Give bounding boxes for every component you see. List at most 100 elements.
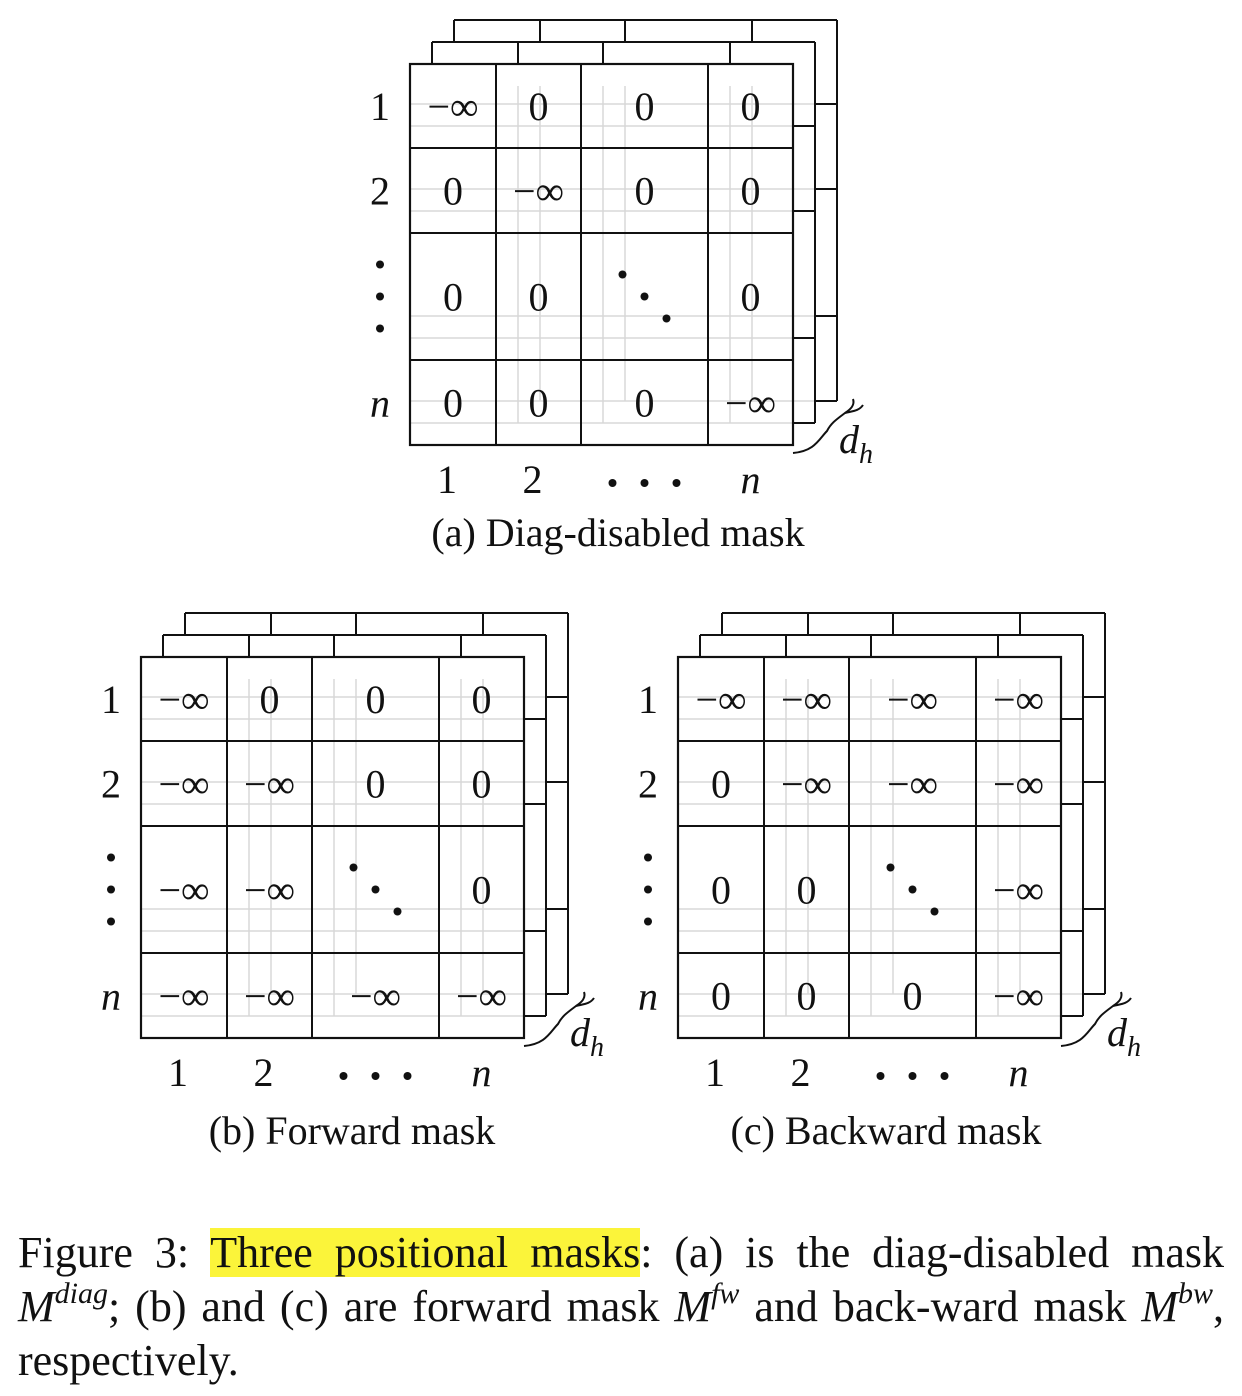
row-label-text: ⋮: [111, 890, 112, 891]
cell-value: 0: [741, 84, 761, 129]
cell-value: 0: [443, 275, 463, 320]
cell-value: −∞: [350, 974, 401, 1019]
row-label-vdots: ⋮: [376, 260, 384, 333]
cell-value: 0: [472, 762, 492, 807]
dot: [662, 314, 671, 323]
row-label: 1: [101, 677, 121, 722]
cell-value: −∞: [158, 677, 209, 722]
caption-part3: and back-ward mask: [739, 1282, 1142, 1331]
col-label: n: [472, 1050, 492, 1095]
figure-caption: Figure 3: Three positional masks: (a) is…: [18, 1226, 1224, 1388]
cell-value: −∞: [244, 762, 295, 807]
cell-value: −∞: [158, 974, 209, 1019]
dot: [940, 1072, 949, 1080]
cell-value: −∞: [993, 868, 1044, 913]
caption-highlight: Three positional masks: [210, 1228, 641, 1277]
col-label-text: ···: [913, 1085, 915, 1087]
panel-caption: (b) Forward mask: [209, 1108, 496, 1153]
depth-label: dh: [570, 1010, 604, 1063]
row-label: n: [638, 974, 658, 1019]
cell-value: −∞: [887, 677, 938, 722]
cell-value: −∞: [244, 868, 295, 913]
dot: [371, 1072, 380, 1080]
cell-value: −∞: [993, 974, 1044, 1019]
cell-value: 0: [903, 974, 923, 1019]
cell-value: 0: [366, 762, 386, 807]
cell-value: −∞: [725, 381, 776, 426]
caption-m-fw: M: [674, 1282, 712, 1331]
col-label: 2: [254, 1050, 274, 1095]
dot: [644, 885, 652, 894]
cell-value: −∞: [993, 762, 1044, 807]
cell-value: 0: [741, 275, 761, 320]
cell-value: −∞: [244, 974, 295, 1019]
mask-layer-1: [141, 634, 547, 1017]
panel-caption: (a) Diag-disabled mask: [431, 510, 804, 555]
dot: [640, 292, 649, 301]
cell-value: 0: [260, 677, 280, 722]
dot: [930, 907, 939, 916]
cell-value: 0: [443, 381, 463, 426]
row-label: 1: [638, 677, 658, 722]
depth-brace: [523, 991, 595, 1047]
cell-text: ⋱: [644, 297, 645, 298]
row-label-vdots: ⋮: [644, 853, 652, 926]
cell-value: −∞: [781, 677, 832, 722]
row-label: 1: [370, 84, 390, 129]
cell-value: 0: [529, 381, 549, 426]
grid-border: [139, 655, 526, 1040]
dot: [339, 1072, 348, 1080]
depth-label: dh: [1107, 1010, 1141, 1063]
caption-sup-diag: diag: [54, 1277, 108, 1310]
cell-value: −∞: [887, 762, 938, 807]
cell-value: 0: [529, 84, 549, 129]
diagonal-dots: ⋱: [618, 270, 671, 323]
row-label: n: [370, 381, 390, 426]
cell-value: 0: [797, 974, 817, 1019]
col-label: 1: [705, 1050, 725, 1095]
caption-m-diag: M: [18, 1282, 55, 1331]
col-label-hdots: ···: [339, 1072, 412, 1087]
col-label: n: [741, 457, 761, 502]
cell-value: 0: [443, 169, 463, 214]
dot: [876, 1072, 885, 1080]
caption-sup-bw: bw: [1177, 1277, 1213, 1310]
mask-layer-2: [678, 612, 1106, 995]
panel-caption: (c) Backward mask: [731, 1108, 1042, 1153]
cell-value: 0: [711, 974, 731, 1019]
cell-value: −∞: [427, 84, 478, 129]
row-label: 2: [638, 762, 658, 807]
dot: [107, 885, 115, 894]
row-label-vdots: ⋮: [107, 853, 115, 926]
cell-value: 0: [711, 762, 731, 807]
dot: [886, 863, 895, 872]
depth-label: dh: [839, 417, 873, 470]
dot: [393, 907, 402, 916]
row-label-text: ⋮: [648, 890, 649, 891]
cell-value: 0: [472, 677, 492, 722]
caption-part1: : (a) is the diag-disabled mask: [640, 1228, 1225, 1277]
cell-value: 0: [366, 677, 386, 722]
col-label: 1: [437, 457, 457, 502]
row-label: 2: [370, 169, 390, 214]
cell-value: −∞: [158, 762, 209, 807]
cell-value: 0: [797, 868, 817, 913]
dot: [608, 479, 617, 487]
cell-value: 0: [741, 169, 761, 214]
row-label: 2: [101, 762, 121, 807]
col-label-text: ···: [645, 492, 647, 494]
col-label-text: ···: [376, 1085, 378, 1087]
dot: [349, 863, 358, 872]
dot: [376, 292, 384, 301]
col-label: 2: [791, 1050, 811, 1095]
dot: [371, 885, 380, 894]
dot: [403, 1072, 412, 1080]
col-label-hdots: ···: [608, 479, 681, 494]
mask-layer-1: [410, 41, 816, 424]
